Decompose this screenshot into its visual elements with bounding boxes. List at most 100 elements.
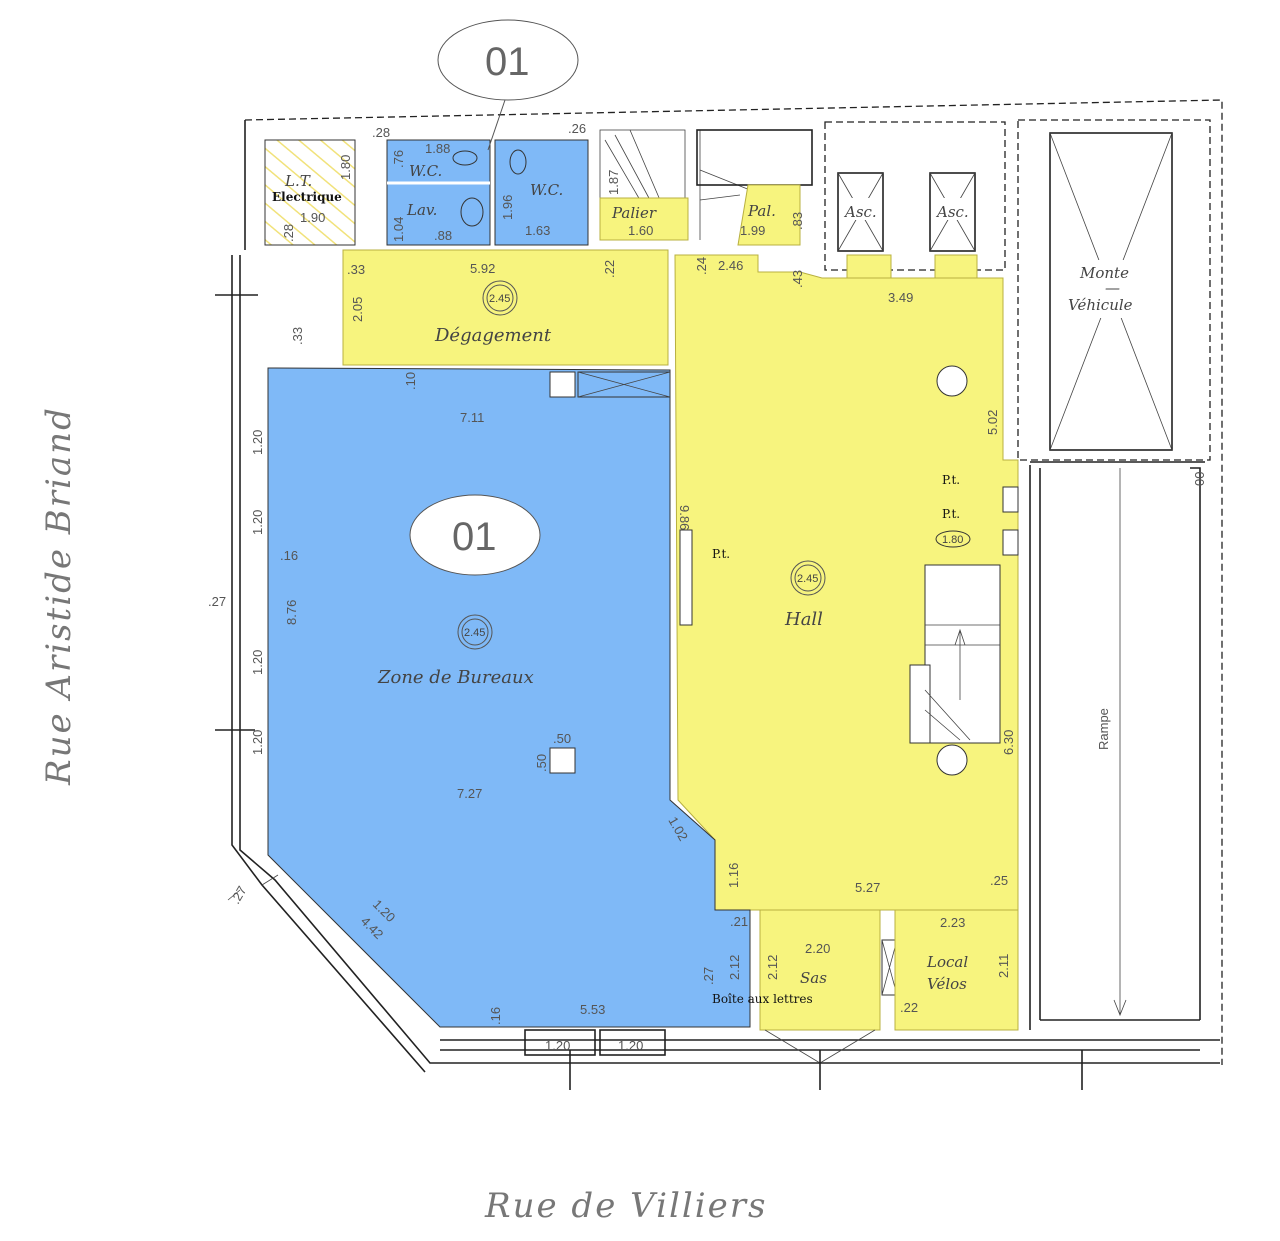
dimension: .16 [280,548,298,563]
dimension: 1.04 [391,217,406,242]
point-label: P.t. [712,547,730,561]
ceiling-height: 1.80 [942,534,963,546]
room-label: Vélos [927,975,967,993]
point-label: P.t. [942,507,960,521]
separator: — [1105,279,1120,297]
room-label: Zone de Bureaux [377,667,534,688]
ramp: Rampe [1029,461,1205,1030]
dimension: 2.46 [718,258,743,273]
dimension: .21 [730,914,748,929]
dimension: .22 [900,1000,918,1015]
room-palier: Palier [599,197,689,241]
dimension: 1.63 [525,223,550,238]
dimension: 00 [1192,472,1207,486]
room-label: Palier [611,204,657,222]
dimension: .88 [434,228,452,243]
dimension: 2.11 [996,954,1011,978]
dimension: 1.20 [618,1038,643,1053]
dimension: .83 [790,212,805,230]
room-label: Sas [800,969,827,987]
dimension: .22 [602,260,617,278]
car-lift: Monte — Véhicule [1017,119,1211,461]
dimension: 2.12 [765,955,780,980]
dimension: 2.05 [350,297,365,322]
dimension: 1.20 [250,430,265,455]
lot-number: 01 [485,40,530,84]
room-label: W.C. [530,181,563,199]
dimension: 5.27 [855,880,880,895]
dimension: .16 [488,1007,503,1025]
dimension: 7.11 [460,410,484,425]
dimension: 6.30 [1001,730,1016,755]
elevator-label: Asc. [935,203,969,221]
dimension: .43 [790,270,805,288]
dimension: .33 [290,327,305,345]
dimension: .24 [694,257,709,275]
dimension: .27 [701,967,716,985]
dimension: 5.53 [580,1002,605,1017]
dimension: .26 [568,121,586,136]
room-pal: Pal. [737,184,801,246]
dimension: 7.27 [457,786,482,801]
dimension: 2.12 [727,955,742,980]
dimensions: .28 1.80 1.90 .28 1.88 .76 1.04 .88 .26 … [208,121,1207,1053]
dimension: .27 [228,883,250,906]
dimension: 9.86 [677,505,692,530]
lot-tag: 01 [437,19,579,151]
room-label: Véhicule [1068,296,1133,314]
point-label: P.t. [942,473,960,487]
dimension: .50 [534,754,549,772]
dimension: 1.96 [500,195,515,220]
dimension: 2.20 [805,941,830,956]
dimension: .50 [553,731,571,746]
street-name-left: Rue Aristide Briand [39,406,79,786]
dimension: 1.99 [740,223,765,238]
room-local-velos: Local Vélos [894,909,1019,1031]
room-wc-lav: W.C. Lav. [386,139,491,246]
windows [215,294,1083,1090]
room-hall: P.t. P.t. P.t. 1.80 2.45 Hall [674,254,1019,911]
dimension: .27 [208,594,226,609]
room-label: L.T. [284,172,312,190]
dimension: .33 [347,262,365,277]
room-sas: Sas Boîte aux lettres [712,909,898,1064]
dimension: 1.20 [250,510,265,535]
dimension: .10 [403,372,418,390]
room-label: Rampe [1096,708,1111,750]
dimension: 1.16 [726,863,741,888]
dimension: 1.90 [300,210,325,225]
room-label: Pal. [747,202,776,220]
room-label: Electrique [272,190,342,204]
street-name-bottom: Rue de Villiers [484,1186,767,1226]
room-label: Hall [784,609,823,630]
room-label: Local [926,953,968,971]
dimension: 1.60 [628,223,653,238]
elevator-shaft: Asc. Asc. [824,121,1006,279]
room-zone-de-bureaux: 01 2.45 Zone de Bureaux [267,367,751,1028]
mailbox-label: Boîte aux lettres [712,992,813,1006]
room-label: Dégagement [434,325,552,346]
room-label: Lav. [406,201,437,219]
ceiling-height: 2.45 [797,573,818,585]
zone-tag: 01 [452,515,497,559]
dimension: 1.87 [606,170,621,195]
ceiling-height: 2.45 [464,627,485,639]
dimension: 5.02 [985,410,1000,435]
dimension: 5.92 [470,261,495,276]
dimension: .28 [372,125,390,140]
dimension: 1.80 [338,155,353,180]
elevator-label: Asc. [843,203,877,221]
dimension: 2.23 [940,915,965,930]
dimension: 8.76 [284,600,299,625]
room-label: Monte [1079,264,1129,282]
room-label: W.C. [409,162,442,180]
dimension: .28 [281,224,296,242]
dimension: 1.88 [425,141,450,156]
dimension: 3.49 [888,290,913,305]
dimension: 1.20 [545,1038,570,1053]
room-degagement: 2.45 Dégagement [342,249,669,366]
room-lt-electrique: L.T. Electrique [264,139,356,246]
dimension: 1.20 [250,730,265,755]
room-wc: W.C. [494,139,589,246]
